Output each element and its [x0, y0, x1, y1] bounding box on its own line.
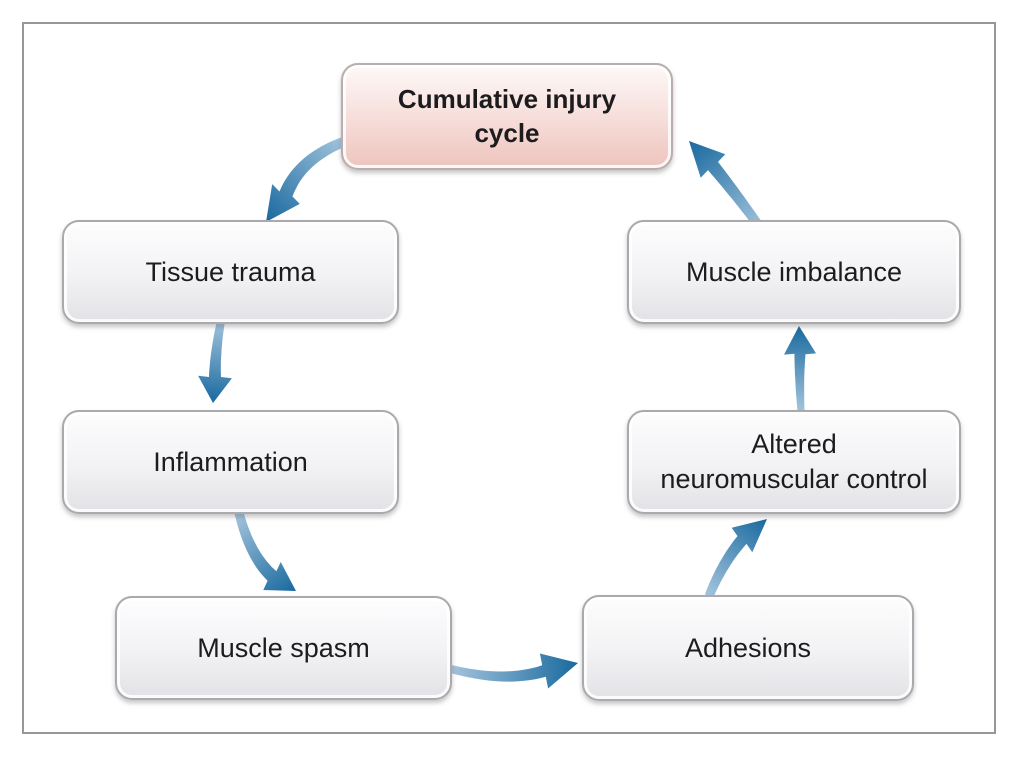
node-cumulative-injury-cycle: Cumulative injury cycle	[341, 63, 673, 170]
node-label: Cumulative injury cycle	[398, 83, 616, 150]
node-label: Inflammation	[153, 446, 308, 477]
node-adhesions: Adhesions	[582, 595, 914, 701]
node-label: Muscle spasm	[197, 632, 370, 663]
node-muscle-spasm: Muscle spasm	[115, 596, 452, 700]
node-label-line: Altered	[751, 429, 837, 460]
node-label: Muscle imbalance	[685, 256, 903, 287]
node-label-line: neuromuscular control	[660, 464, 928, 494]
node-tissue-trauma: Tissue trauma	[62, 220, 399, 324]
node-label: Tissue trauma	[145, 256, 316, 287]
node-muscle-imbalance: Muscle imbalance	[627, 220, 961, 324]
node-inflammation: Inflammation	[62, 410, 399, 514]
node-label-line: cycle	[474, 117, 540, 148]
node-altered-neuromuscular-control: Altered neuromuscular control	[627, 410, 961, 514]
node-label-line: Cumulative injury	[397, 84, 617, 115]
node-label: Adhesions	[684, 632, 812, 663]
node-label: Altered neuromuscular control	[660, 427, 927, 496]
